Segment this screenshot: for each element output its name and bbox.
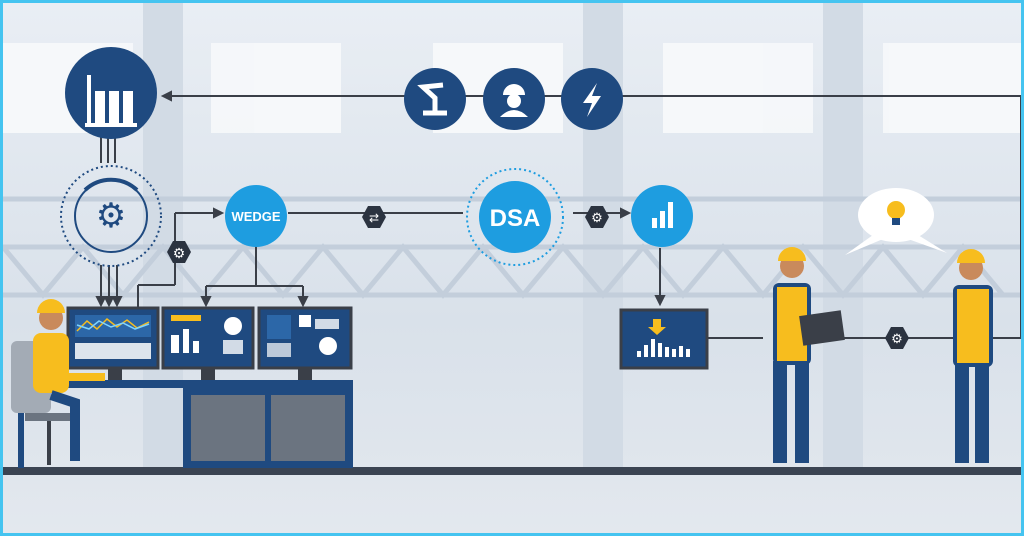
factory-node[interactable] [65, 47, 157, 139]
worker-icon [500, 84, 528, 117]
seated-operator [11, 299, 105, 465]
worker-with-tablet [773, 247, 845, 463]
sync-node: ⇄ [362, 206, 386, 228]
dsa-label: DSA [490, 205, 541, 232]
hex-gear-node-2: ⚙ [585, 206, 609, 228]
background-windows [3, 43, 1021, 133]
worker-with-idea [953, 249, 993, 463]
idea-speech-bubble [845, 188, 947, 255]
monitor-trend [66, 306, 160, 380]
power-node[interactable] [561, 68, 623, 130]
robot-arm-node[interactable] [404, 68, 466, 130]
gear-icon: ⚙ [173, 245, 186, 261]
floor-line [3, 467, 1021, 475]
gear-node[interactable]: ⚙ [60, 165, 162, 267]
industrial-iot-diagram: ⚙ ⚙ WEDGE ⇄ DSA ⚙ ⚙ [3, 3, 1021, 475]
gear-icon: ⚙ [96, 197, 126, 235]
gear-icon: ⚙ [891, 331, 903, 346]
lightning-icon [583, 83, 601, 117]
analytics-node[interactable] [631, 185, 693, 247]
dsa-node[interactable]: DSA [466, 168, 564, 266]
robot-arm-icon [417, 82, 447, 116]
hex-gear-node-3: ⚙ [885, 327, 909, 349]
monitor-dashboard [257, 306, 353, 380]
wedge-node[interactable]: WEDGE [225, 185, 287, 247]
monitor-download [619, 308, 709, 370]
control-desk [18, 380, 353, 468]
bar-chart-icon [652, 202, 673, 228]
hex-gear-node-1: ⚙ [167, 241, 191, 263]
sync-icon: ⇄ [369, 211, 379, 225]
lightbulb-icon [887, 201, 905, 219]
gear-icon: ⚙ [591, 210, 603, 225]
worker-node[interactable] [483, 68, 545, 130]
monitor-gauges [161, 306, 255, 380]
factory-icon [85, 75, 137, 127]
wedge-label: WEDGE [231, 209, 280, 224]
